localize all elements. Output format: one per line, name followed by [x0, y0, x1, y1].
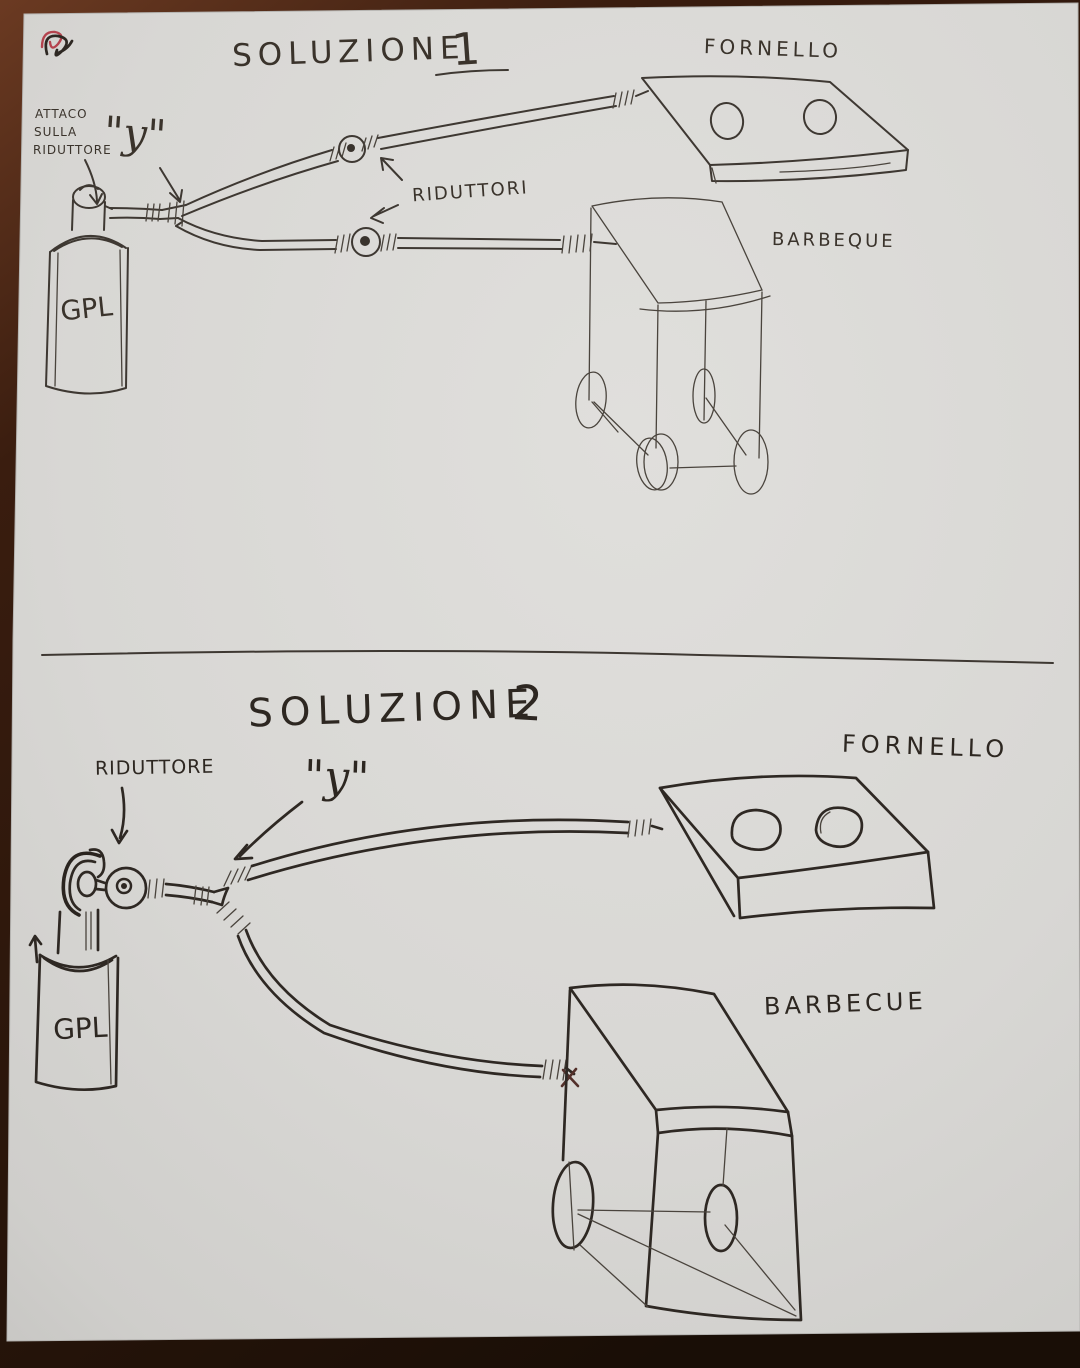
y2-arrow [233, 800, 304, 861]
barbecue1-sketch [575, 197, 771, 495]
regulator2-sketch [76, 866, 148, 910]
gpl-cylinder2-sketch [28, 848, 120, 1092]
hose1-main [109, 203, 163, 222]
solution2-title-number: 2 [511, 675, 544, 733]
y2-label: "y" [303, 751, 370, 804]
barbecue2-label: BARBECUE [764, 987, 928, 1021]
stove1-label: FORNELLO [704, 34, 843, 63]
solution2-title-word: SOLUZIONE [247, 682, 537, 737]
stove2-label: FORNELLO [842, 730, 1010, 764]
hose2-upper-branch [246, 818, 664, 882]
attack-note-line2: SULLA [34, 125, 77, 139]
regulator1-lower-icon [351, 227, 381, 257]
solution2-title: SOLUZIONE 2 [247, 675, 544, 736]
y-splitter1-sketch [159, 200, 187, 227]
section-divider-line [41, 650, 1054, 664]
solution1-title: SOLUZIONE 1 [232, 23, 509, 76]
stove2-sketch [658, 774, 936, 920]
attack-note-arrow [84, 159, 103, 205]
solution1-title-word: SOLUZIONE [232, 30, 467, 74]
attack-note: ATTACO SULLA RIDUTTORE [33, 107, 112, 205]
hose1-lower-branch [175, 217, 617, 257]
barbecue1-label: BARBEQUE [772, 229, 896, 252]
title-underline [435, 69, 509, 76]
barbecue2-sketch [551, 983, 803, 1322]
regulator1-upper-icon [338, 135, 366, 163]
regulators1-arrows [370, 157, 403, 224]
gpl2-label: GPL [52, 1011, 108, 1047]
gpl-cylinder1-sketch [45, 184, 129, 395]
solution1-section: SOLUZIONE 1 FORNELLO GPL ATTACO SULL [33, 23, 1054, 664]
solution2-section: SOLUZIONE 2 RIDUTTORE "y" FORNELLO [28, 675, 1010, 1322]
solution1-title-number: 1 [450, 23, 481, 76]
pen-scribble-mark [40, 30, 74, 57]
hose1-upper-branch [181, 89, 649, 217]
regulator2-arrow [110, 786, 129, 845]
stove1-sketch [641, 75, 909, 184]
paper-sheet [6, 2, 1080, 1342]
y1-label: "y" [102, 107, 168, 160]
y-splitter2-sketch [210, 864, 253, 935]
gpl1-label: GPL [59, 291, 114, 327]
attack-note-line1: ATTACO [35, 107, 88, 121]
y1-arrow [159, 167, 183, 203]
attack-note-line3: RIDUTTORE [33, 143, 112, 157]
hose2-main [147, 878, 216, 906]
regulator2-label: RIDUTTORE [95, 756, 215, 780]
